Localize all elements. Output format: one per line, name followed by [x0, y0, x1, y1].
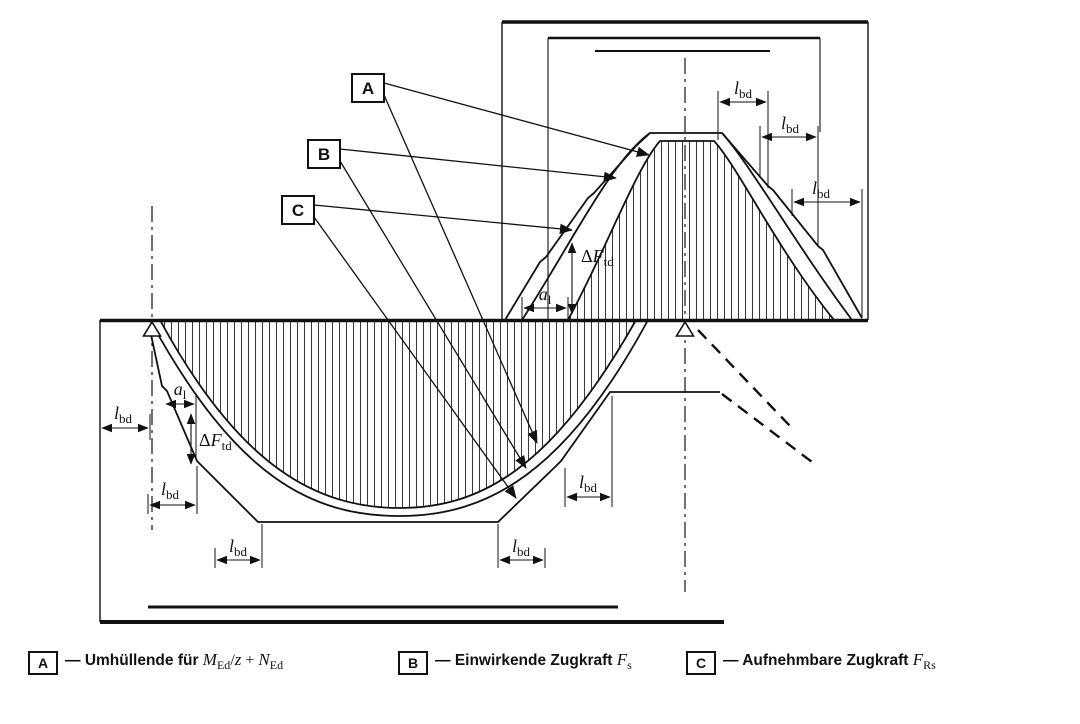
callouts: [281, 73, 650, 499]
legend-key-a: A: [28, 651, 58, 675]
al-label: al: [539, 284, 552, 307]
span-region: [99, 319, 813, 624]
lbd-label: lbd: [812, 178, 831, 201]
lbd-label: lbd: [229, 536, 248, 559]
leader-b-to-support: [339, 148, 617, 182]
lbd-label: lbd: [781, 113, 800, 136]
legend: A — Umhüllende für MEd/z + NEd B — Einwirk…: [0, 650, 1080, 690]
lbd-label: lbd: [161, 479, 180, 502]
callout-letter-c: C: [292, 201, 304, 220]
leader-a-to-span: [383, 94, 538, 444]
callout-box-c: [281, 195, 315, 225]
dftd-label: ΔFtd: [199, 430, 232, 453]
lbd-label: lbd: [734, 78, 753, 101]
span-curve-resisting-c: [149, 329, 720, 523]
al-label: al: [174, 379, 187, 402]
lbd-label: lbd: [114, 403, 133, 426]
support-triangle-left: [142, 320, 162, 337]
lbd-label: lbd: [512, 536, 531, 559]
legend-key-c: C: [686, 651, 716, 675]
leader-a-to-support: [383, 82, 650, 157]
legend-item-c: C — Aufnehmbare Zugkraft FRs: [686, 650, 936, 675]
dashed-continuation-lower: [721, 393, 813, 463]
dashed-continuation-upper: [697, 329, 791, 427]
support-hatch-area: [568, 141, 834, 319]
callout-box-b: [307, 139, 341, 169]
legend-text-a: — Umhüllende für MEd/z + NEd: [65, 650, 284, 672]
leader-b-to-span: [339, 160, 527, 469]
support-curve-acting-b: [521, 132, 853, 321]
legend-item-a: A — Umhüllende für MEd/z + NEd: [28, 650, 283, 675]
legend-key-b: B: [398, 651, 428, 675]
support-curve-resisting-c-left: [504, 132, 651, 321]
legend-item-b: B — Einwirkende Zugkraft Fs: [398, 650, 632, 675]
legend-text-b: — Einwirkende Zugkraft Fs: [435, 650, 632, 672]
span-curve-acting-b: [149, 319, 649, 517]
lbd-label: lbd: [579, 472, 598, 495]
support-curve-envelope-a: [567, 140, 835, 321]
span-curve-envelope-a: [159, 319, 637, 509]
callout-box-a: [351, 73, 385, 103]
support-region: [501, 20, 869, 321]
legend-text-c: — Aufnehmbare Zugkraft FRs: [723, 650, 936, 672]
callout-letter-b: B: [318, 145, 330, 164]
support-triangle-right: [675, 320, 695, 337]
leader-c-to-span: [313, 216, 517, 499]
callout-letter-a: A: [362, 79, 374, 98]
dftd-label: ΔFtd: [581, 246, 614, 269]
leader-c-to-support: [313, 204, 573, 235]
